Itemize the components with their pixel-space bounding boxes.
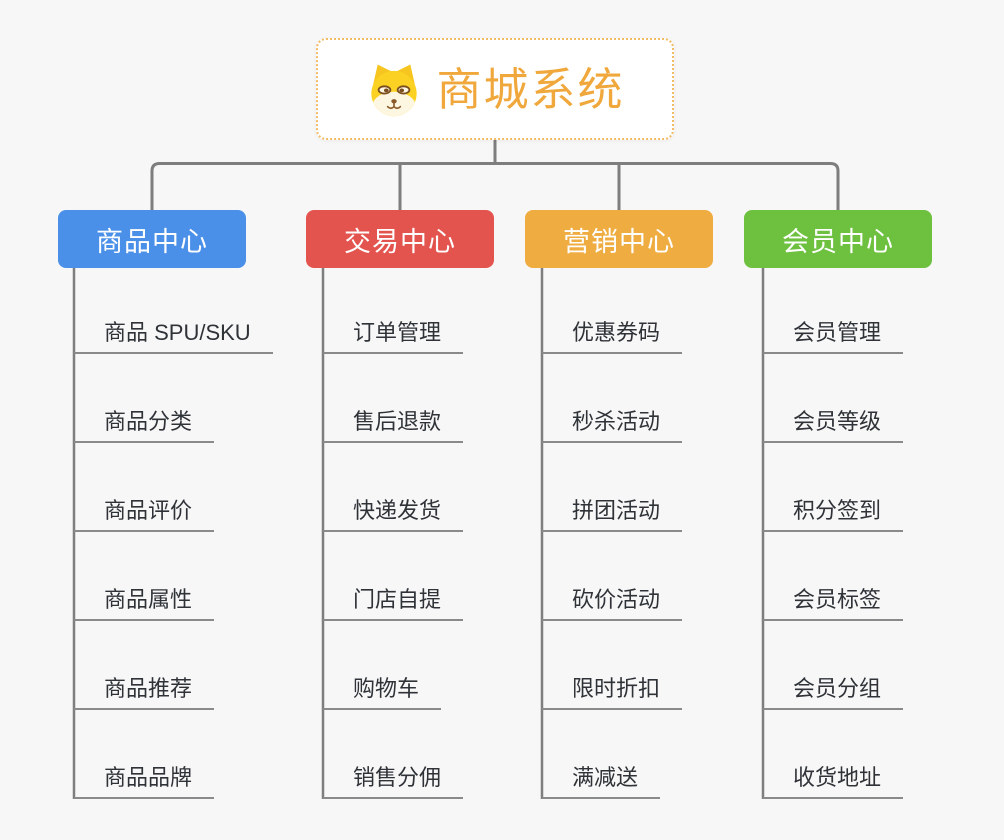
leaf-item[interactable]: 门店自提	[323, 532, 464, 621]
leaf-list-marketing-center: 优惠券码秒杀活动拼团活动砍价活动限时折扣满减送	[542, 265, 683, 799]
root-node[interactable]: 商城系统	[316, 38, 674, 140]
leaf-item[interactable]: 积分签到	[763, 443, 904, 532]
leaf-item[interactable]: 秒杀活动	[542, 354, 683, 443]
leaf-item[interactable]: 优惠券码	[542, 265, 683, 354]
leaf-item[interactable]: 售后退款	[323, 354, 464, 443]
leaf-item[interactable]: 商品 SPU/SKU	[74, 265, 273, 354]
leaf-item[interactable]: 会员管理	[763, 265, 904, 354]
shiba-dog-icon	[371, 64, 418, 117]
branch-label: 营销中心	[563, 226, 675, 257]
leaf-item[interactable]: 购物车	[323, 621, 442, 710]
leaf-item[interactable]: 砍价活动	[542, 532, 683, 621]
branch-label: 会员中心	[782, 226, 894, 257]
branch-node-member-center[interactable]: 会员中心	[744, 210, 932, 268]
leaf-item[interactable]: 会员标签	[763, 532, 904, 621]
branch-node-marketing-center[interactable]: 营销中心	[525, 210, 713, 268]
leaf-item[interactable]: 会员等级	[763, 354, 904, 443]
leaf-list-trade-center: 订单管理售后退款快递发货门店自提购物车销售分佣	[323, 265, 464, 799]
branch-label: 交易中心	[344, 226, 456, 257]
leaf-item[interactable]: 快递发货	[323, 443, 464, 532]
root-title: 商城系统	[436, 63, 625, 115]
leaf-item[interactable]: 满减送	[542, 710, 661, 799]
leaf-item[interactable]: 商品评价	[74, 443, 215, 532]
branch-label: 商品中心	[96, 226, 208, 257]
leaf-item[interactable]: 会员分组	[763, 621, 904, 710]
leaf-item[interactable]: 拼团活动	[542, 443, 683, 532]
leaf-item[interactable]: 商品属性	[74, 532, 215, 621]
leaf-item[interactable]: 销售分佣	[323, 710, 464, 799]
leaf-item[interactable]: 商品品牌	[74, 710, 215, 799]
branch-node-trade-center[interactable]: 交易中心	[306, 210, 494, 268]
leaf-list-member-center: 会员管理会员等级积分签到会员标签会员分组收货地址	[763, 265, 904, 799]
leaf-item[interactable]: 限时折扣	[542, 621, 683, 710]
leaf-item[interactable]: 订单管理	[323, 265, 464, 354]
leaf-item[interactable]: 商品分类	[74, 354, 215, 443]
branch-node-product-center[interactable]: 商品中心	[58, 210, 246, 268]
leaf-item[interactable]: 收货地址	[763, 710, 904, 799]
leaf-item[interactable]: 商品推荐	[74, 621, 215, 710]
